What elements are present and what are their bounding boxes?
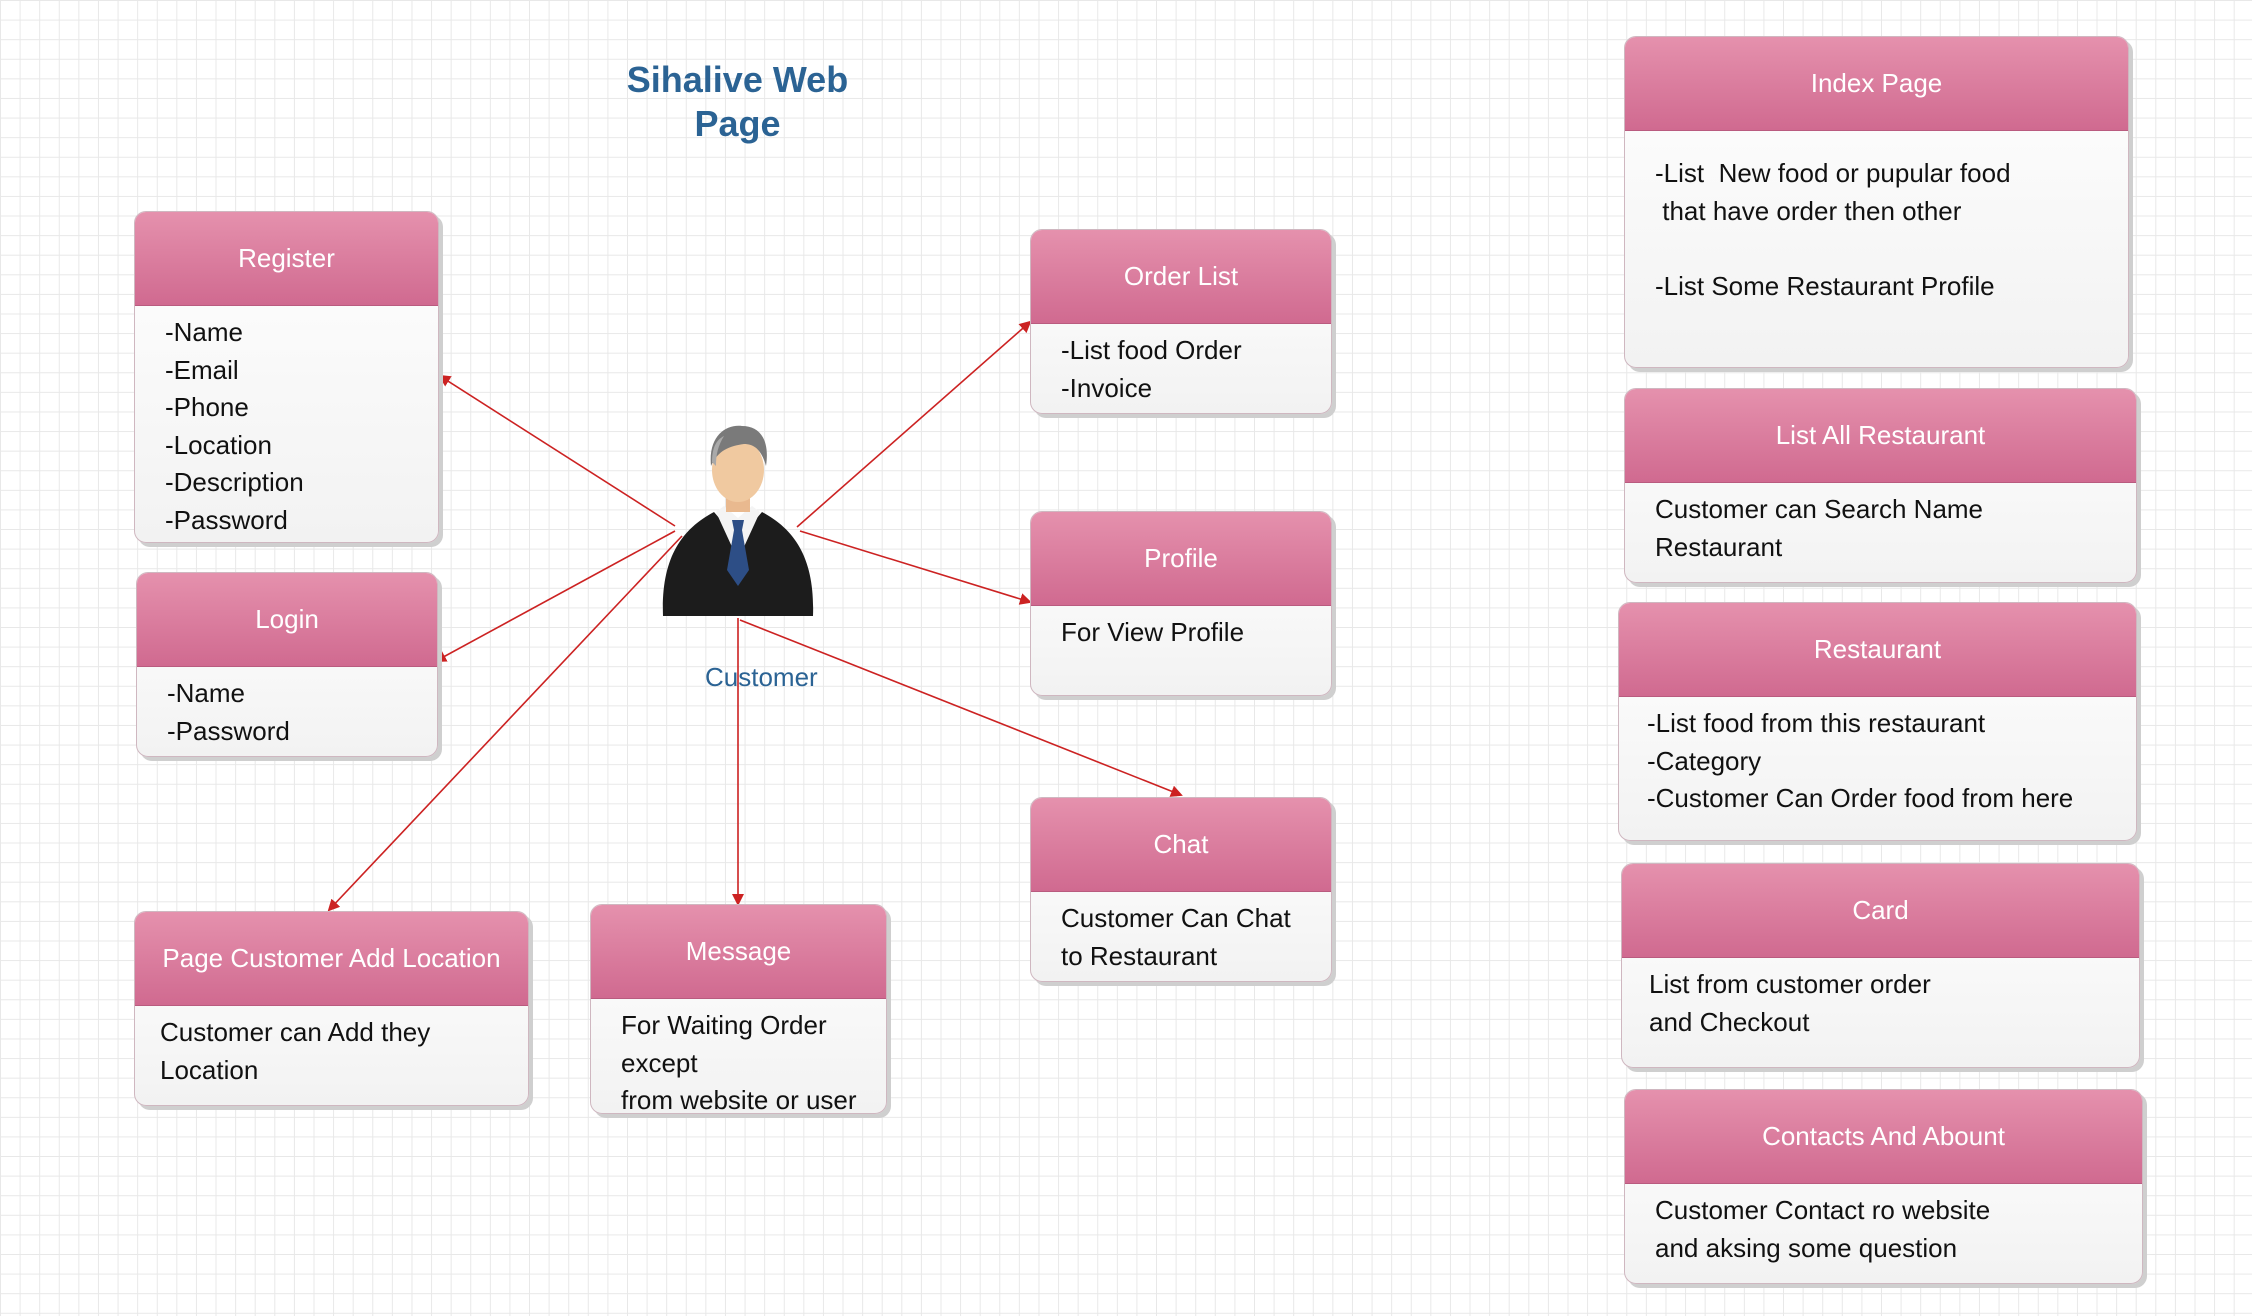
list-all-restaurant-box: List All Restaurant Customer can Search …	[1624, 388, 2137, 583]
index-page-box: Index Page -List New food or pupular foo…	[1624, 36, 2129, 368]
chat-text: Customer Can Chat	[1061, 903, 1291, 933]
add-location-box-title: Page Customer Add Location	[135, 912, 528, 1006]
card-text: List from customer order	[1649, 969, 1931, 999]
login-box-title: Login	[137, 573, 437, 667]
add-location-box: Page Customer Add Location Customer can …	[134, 911, 529, 1106]
chat-text: to Restaurant	[1061, 940, 1218, 971]
customer-label: Customer	[705, 662, 818, 692]
restaurant-box: Restaurant -List food from this restaura…	[1618, 602, 2137, 841]
message-box-title: Message	[591, 905, 886, 999]
arrow-to-register	[438, 374, 676, 527]
order-list-box-title: Order List	[1031, 230, 1331, 324]
restaurant-box-title: Restaurant	[1619, 603, 2136, 697]
register-field: -Phone	[165, 392, 249, 422]
message-text: except	[621, 1047, 698, 1078]
order-list-box: Order List -List food Order -Invoice	[1030, 229, 1332, 414]
message-text: from website or user	[621, 1085, 857, 1114]
contacts-text: and aksing some question	[1655, 1232, 1958, 1263]
message-text: For Waiting Order	[621, 1010, 827, 1040]
register-field: -Email	[165, 354, 239, 385]
login-field: -Password	[167, 715, 290, 746]
arrow-to-chat	[739, 619, 1183, 797]
chat-box-title: Chat	[1031, 798, 1331, 892]
index-page-box-title: Index Page	[1625, 37, 2128, 131]
restaurant-text: -List food from this restaurant	[1647, 708, 1986, 738]
restaurant-text: -Category	[1647, 745, 1762, 776]
register-field: -Password	[165, 504, 288, 535]
add-location-text: Customer can Add they	[160, 1017, 431, 1047]
index-page-text: that have order then other	[1655, 195, 1962, 226]
diagram-title: Sihalive Web Page	[626, 59, 849, 144]
login-field: -Name	[167, 678, 246, 708]
restaurant-text: -Customer Can Order food from here	[1647, 783, 2074, 813]
profile-text: For View Profile	[1061, 617, 1245, 647]
chat-box: Chat Customer Can Chat to Restaurant	[1030, 797, 1332, 982]
arrow-to-login	[434, 530, 676, 662]
arrow-to-order-list	[796, 320, 1032, 528]
card-box-title: Card	[1622, 864, 2139, 958]
register-field: -Name	[165, 317, 244, 347]
login-box: Login -Name -Password	[136, 572, 438, 757]
contacts-text: Customer Contact ro website	[1655, 1195, 1991, 1225]
card-box: Card List from customer order and Checko…	[1621, 863, 2140, 1068]
register-field: -Location	[165, 429, 272, 460]
register-box-title: Register	[135, 212, 438, 306]
profile-box-title: Profile	[1031, 512, 1331, 606]
card-text: and Checkout	[1649, 1006, 1810, 1037]
order-list-item: -Invoice	[1061, 372, 1153, 403]
index-page-text: -List New food or pupular food	[1655, 158, 2011, 188]
register-field: -Description	[165, 467, 304, 497]
list-all-restaurant-text: Customer can Search Name	[1655, 494, 1984, 524]
customer-businessman-icon	[662, 425, 814, 616]
profile-box: Profile For View Profile	[1030, 511, 1332, 696]
add-location-text: Location	[160, 1054, 259, 1085]
message-box: Message For Waiting Order except from we…	[590, 904, 887, 1114]
contacts-box-title: Contacts And Abount	[1625, 1090, 2142, 1184]
arrow-to-profile	[799, 530, 1032, 605]
arrow-to-add-location	[327, 535, 683, 912]
list-all-restaurant-box-title: List All Restaurant	[1625, 389, 2136, 483]
index-page-text	[1655, 230, 2098, 268]
order-list-item: -List food Order	[1061, 335, 1242, 365]
index-page-text: -List Some Restaurant Profile	[1655, 270, 1995, 301]
list-all-restaurant-text: Restaurant	[1655, 531, 1783, 562]
contacts-box: Contacts And Abount Customer Contact ro …	[1624, 1089, 2143, 1284]
register-box: Register -Name -Email -Phone -Location -…	[134, 211, 439, 543]
